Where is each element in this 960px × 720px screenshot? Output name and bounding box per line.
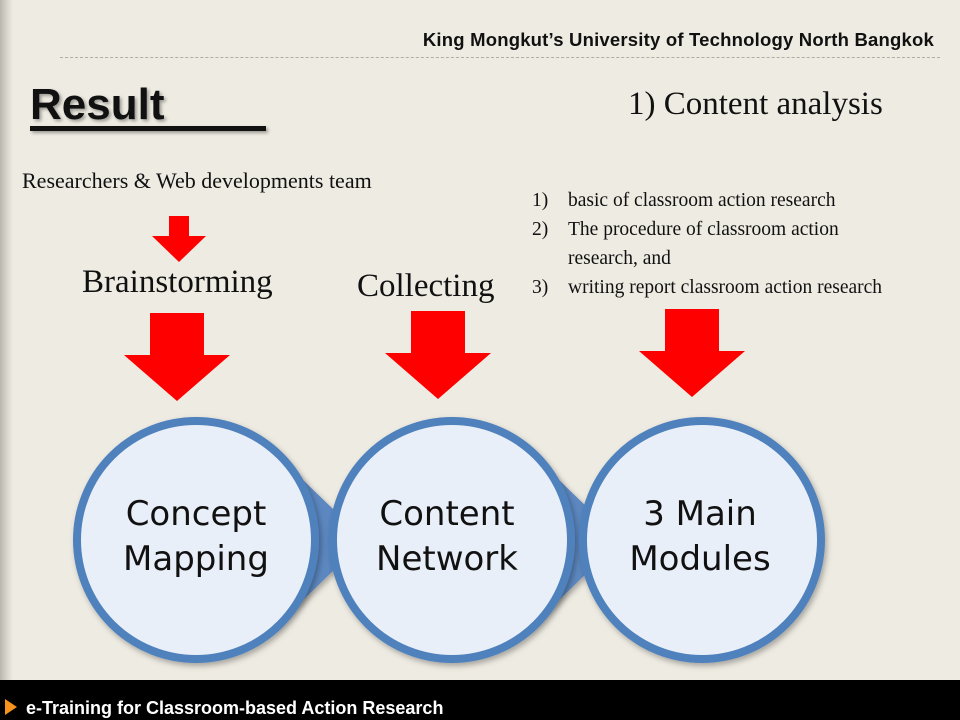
circle-content-network — [329, 417, 575, 663]
circle-main-modules — [579, 417, 825, 663]
circle-label-line: Concept — [125, 494, 267, 534]
footer-text: e-Training for Classroom-based Action Re… — [26, 698, 444, 718]
circle-label-line: Mapping — [123, 539, 269, 579]
circle-concept-mapping — [73, 417, 319, 663]
circle-label-line: Network — [376, 539, 518, 579]
process-diagram — [73, 417, 825, 663]
footer-bar: e-Training for Classroom-based Action Re… — [0, 680, 960, 720]
slide-title: Result — [30, 80, 165, 129]
circle-label-content-network: Content Network — [332, 492, 562, 582]
content-item-text-line: The procedure of classroom action — [568, 219, 839, 240]
content-item-number: 1) — [532, 190, 549, 211]
slide-subtitle: 1) Content analysis — [628, 86, 883, 122]
arrow-down-icon — [124, 313, 230, 401]
content-item-text: writing report classroom action research — [568, 277, 883, 298]
circle-label-main-modules: 3 Main Modules — [585, 492, 815, 582]
content-item-text: The procedure of classroom action resear… — [568, 215, 957, 273]
circle-label-line: 3 Main — [643, 494, 757, 534]
content-item-text-line: research, and — [568, 248, 671, 269]
play-triangle-icon — [5, 699, 17, 715]
institution-name: King Mongkut’s University of Technology … — [422, 29, 934, 50]
content-item-1: 1) basic of classroom action research — [532, 186, 957, 215]
header-divider — [60, 57, 940, 58]
content-item-text: basic of classroom action research — [568, 190, 836, 211]
team-label: Researchers & Web developments team — [22, 168, 372, 193]
stage-label-brainstorming: Brainstorming — [82, 264, 273, 300]
circle-label-concept-mapping: Concept Mapping — [81, 492, 311, 582]
left-decorative-band — [0, 0, 13, 680]
arrow-down-icon — [639, 309, 745, 397]
content-item-3: 3) writing report classroom action resea… — [532, 273, 957, 302]
content-item-number: 2) — [532, 219, 549, 240]
circle-label-line: Content — [379, 494, 515, 534]
circle-label-line: Modules — [629, 539, 771, 579]
content-item-2: 2) The procedure of classroom action res… — [532, 215, 957, 273]
slide-title-underline — [30, 126, 266, 131]
content-item-number: 3) — [532, 277, 549, 298]
stage-label-collecting: Collecting — [357, 268, 495, 304]
arrow-down-icon — [385, 311, 491, 399]
arrow-down-icon — [152, 216, 206, 262]
content-list: 1) basic of classroom action research 2)… — [532, 186, 957, 302]
